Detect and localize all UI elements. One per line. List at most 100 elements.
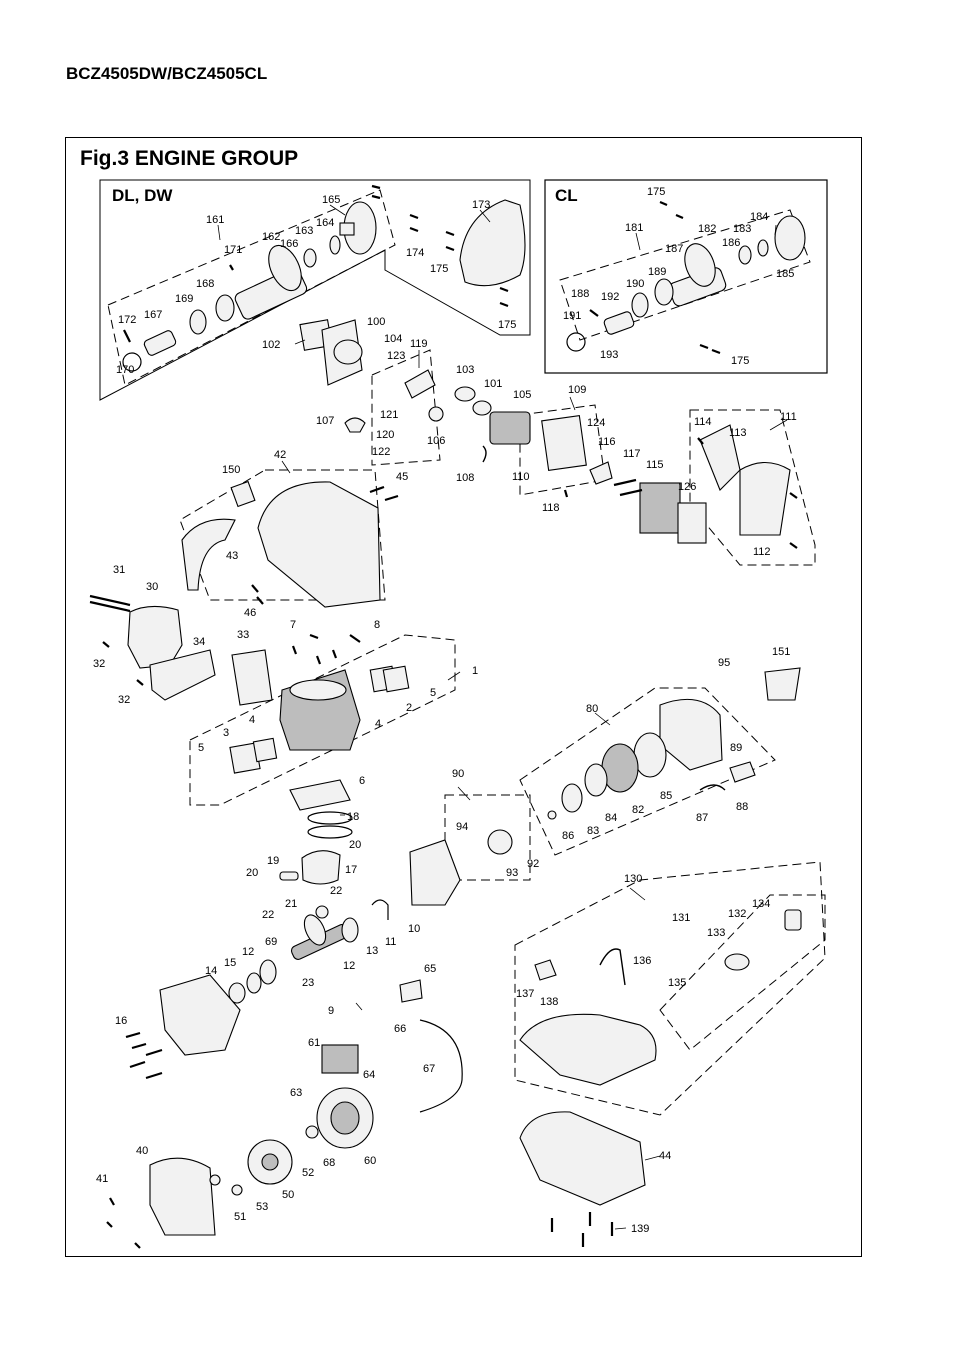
part-number-labels: 165 161 173 164 163 162 166 171 174 175 …: [93, 186, 797, 1235]
clutch-drum-165: [339, 201, 377, 255]
part-label-150: 150: [222, 464, 240, 476]
bolt-32a: [102, 641, 110, 648]
part-label-135: 135: [668, 977, 686, 989]
bolt-7a: [309, 633, 319, 640]
part-label-95: 95: [718, 657, 730, 669]
part-label-34: 34: [193, 636, 205, 648]
leader-lines: [217, 204, 788, 1230]
cover-33: [231, 649, 273, 706]
part-label-7: 7: [290, 619, 296, 631]
part-label-116: 116: [598, 436, 616, 448]
bolt-7c: [315, 655, 322, 665]
piston-17: [301, 850, 341, 885]
part-label-87: 87: [696, 812, 708, 824]
bolt-175c: [499, 286, 509, 293]
part-label-109: 109: [568, 384, 586, 396]
part-label-23: 23: [302, 977, 314, 989]
pipe-108: [482, 445, 487, 463]
part-label-108: 108: [456, 472, 474, 484]
part-label-20b: 20: [246, 867, 258, 879]
bolt-117b: [619, 488, 643, 497]
part-label-100: 100: [367, 316, 385, 328]
part-label-118: 118: [542, 502, 560, 514]
bolt-41b: [106, 1221, 113, 1228]
seal-15: [246, 972, 262, 994]
part-label-132: 132: [728, 908, 746, 920]
part-label-175c: 175: [647, 186, 665, 198]
part-label-136: 136: [633, 955, 651, 967]
part-label-104: 104: [384, 333, 402, 345]
part-label-181: 181: [625, 222, 643, 234]
part-label-123: 123: [387, 350, 405, 362]
part-label-43: 43: [226, 550, 238, 562]
ignition-coil-61: [321, 1044, 359, 1074]
cover-44: [519, 1111, 646, 1206]
cap-65: [399, 979, 423, 1003]
bolt-175a: [445, 230, 455, 237]
crankcase-r-9: [409, 839, 461, 906]
case-40: [149, 1157, 216, 1236]
part-label-121: 121: [380, 409, 398, 421]
part-label-190: 190: [626, 278, 644, 290]
screw-171: [229, 264, 234, 271]
part-label-182: 182: [698, 223, 716, 235]
part-label-4a: 4: [249, 714, 255, 726]
part-label-101: 101: [484, 378, 502, 390]
bolt-16c: [145, 1048, 163, 1057]
bearing-169: [189, 309, 207, 335]
label-151: [764, 667, 801, 701]
part-label-115: 115: [646, 459, 664, 471]
part-label-2: 2: [406, 702, 412, 714]
part-label-82: 82: [632, 804, 644, 816]
shaft-167: [143, 330, 177, 356]
part-label-175d: 175: [731, 355, 749, 367]
part-label-32a: 32: [93, 658, 105, 670]
group-aircover-outline: [689, 409, 816, 566]
bolt-175b: [445, 245, 455, 252]
part-label-3: 3: [223, 727, 229, 739]
part-label-130: 130: [624, 873, 642, 885]
part-label-84: 84: [605, 812, 617, 824]
shaft-192: [603, 311, 635, 335]
part-label-171: 171: [224, 244, 242, 256]
part-label-9: 9: [328, 1005, 334, 1017]
part-label-163: 163: [295, 225, 313, 237]
part-label-5b: 5: [430, 687, 436, 699]
bearing-189: [654, 278, 674, 306]
group-cylinder-outline: [189, 634, 456, 806]
part-label-184: 184: [750, 211, 768, 223]
model-number: BCZ4505DW/BCZ4505CL: [66, 64, 268, 83]
panel-43: [181, 518, 236, 591]
part-label-64: 64: [363, 1069, 375, 1081]
part-label-161: 161: [206, 214, 224, 226]
bolt-51a: [209, 1174, 221, 1186]
cover-83: [561, 783, 583, 813]
part-label-112: 112: [753, 546, 771, 558]
bolt-46a: [251, 584, 259, 593]
crankshaft-23: [290, 914, 350, 960]
bolt-16b: [131, 1042, 147, 1050]
part-label-66: 66: [394, 1023, 406, 1035]
part-label-17: 17: [345, 864, 357, 876]
ring-85: [633, 732, 667, 778]
bolt-41c: [134, 1242, 141, 1249]
bolt-174a: [409, 213, 419, 220]
part-label-122: 122: [372, 446, 390, 458]
clutch-housing-162: [234, 244, 308, 320]
ring-184: [757, 239, 769, 257]
part-label-189: 189: [648, 266, 666, 278]
part-label-105: 105: [513, 389, 531, 401]
part-label-169: 169: [175, 293, 193, 305]
bolt-41a: [109, 1197, 115, 1206]
part-label-119: 119: [410, 338, 428, 350]
bolt-16d: [129, 1060, 146, 1069]
part-label-185: 185: [776, 268, 794, 280]
part-label-16: 16: [115, 1015, 127, 1027]
figure-frame: [65, 137, 862, 1257]
part-label-42: 42: [274, 449, 286, 461]
air-cover-111: [739, 461, 791, 536]
part-label-31: 31: [113, 564, 125, 576]
gasket-2: [382, 665, 410, 693]
part-label-192: 192: [601, 291, 619, 303]
bearing-21: [315, 905, 329, 919]
